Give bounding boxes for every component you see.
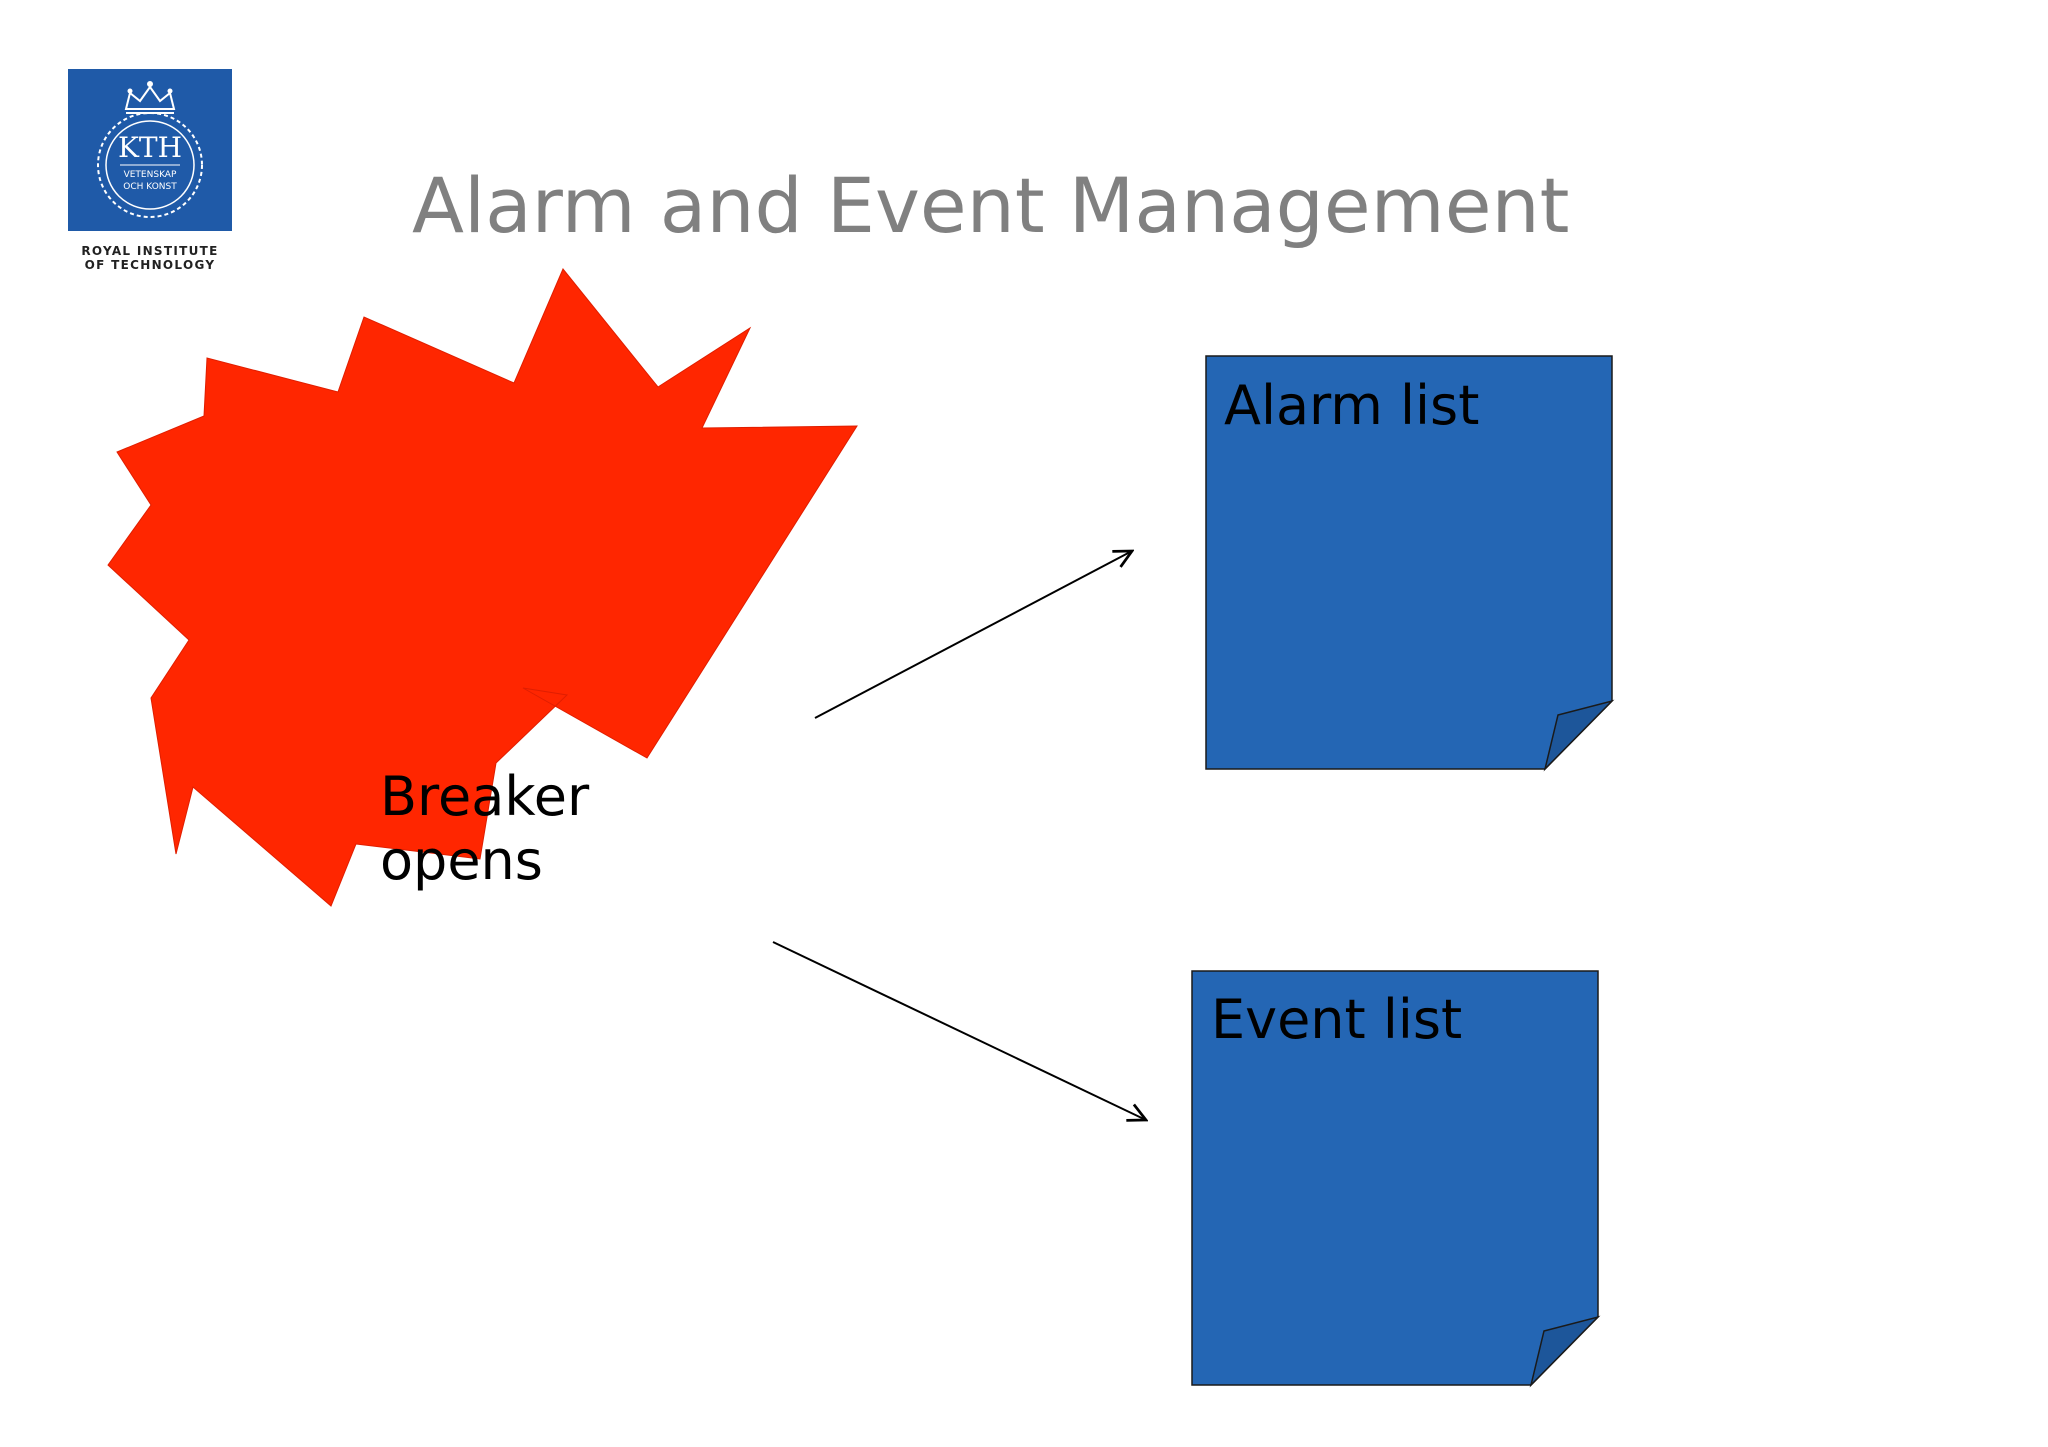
logo-caption: ROYAL INSTITUTE OF TECHNOLOGY <box>60 244 240 272</box>
logo-wordmark: KTH <box>118 131 182 164</box>
logo-motto-line1: VETENSKAP <box>124 170 177 180</box>
logo-caption-line1: ROYAL INSTITUTE <box>81 244 219 258</box>
kth-logo: KTH VETENSKAP OCH KONST <box>68 69 232 231</box>
event-list-note: Event list <box>1191 970 1601 1388</box>
breaker-opens-explosion: Breaker opens <box>107 268 858 907</box>
logo-caption-line2: OF TECHNOLOGY <box>84 258 216 272</box>
kth-crest-icon: KTH VETENSKAP OCH KONST <box>97 81 203 218</box>
breaker-label-line2: opens <box>380 829 543 892</box>
connector-to-alarm-list <box>814 551 1132 719</box>
event-list-label: Event list <box>1211 988 1462 1051</box>
logo-motto-line2: OCH KONST <box>123 182 177 192</box>
breaker-label-line1: Breaker <box>380 765 590 828</box>
page-title: Alarm and Event Management <box>412 161 1570 250</box>
connector-to-event-list <box>772 941 1146 1120</box>
alarm-list-label: Alarm list <box>1224 374 1479 437</box>
alarm-list-note: Alarm list <box>1205 355 1615 772</box>
